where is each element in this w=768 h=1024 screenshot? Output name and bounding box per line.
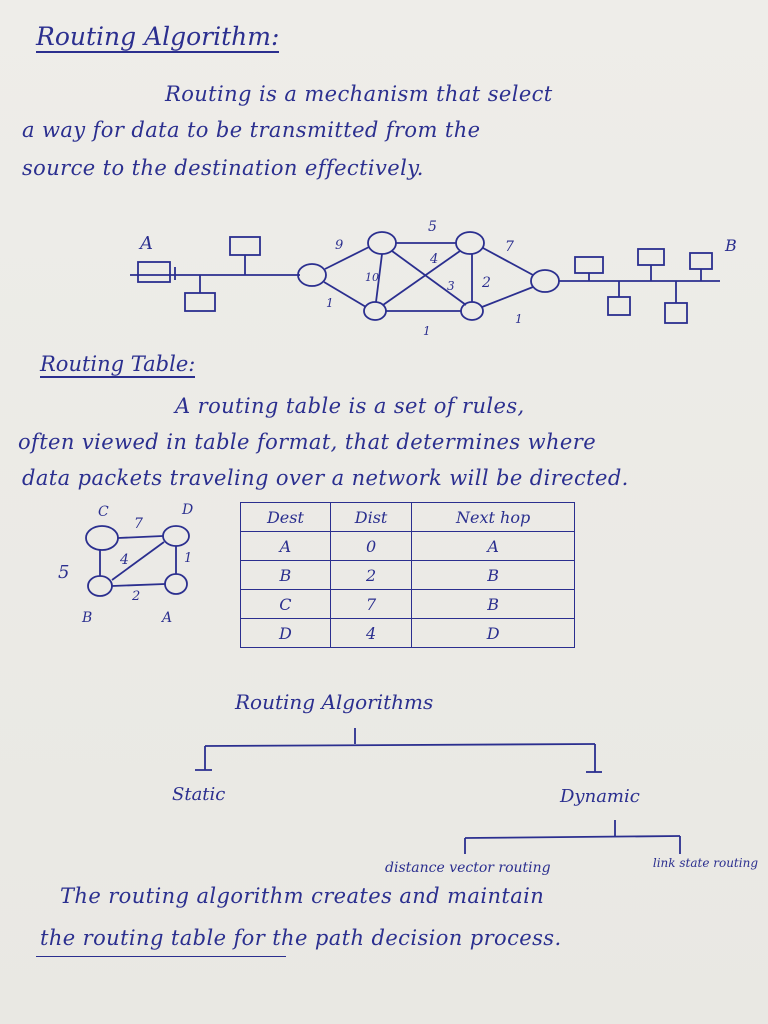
col-header-next-hop: Next hop xyxy=(411,502,575,532)
table-cell: C xyxy=(240,589,331,619)
table-desc-line-3: data packets traveling over a network wi… xyxy=(22,466,629,490)
tree-dynamic-label: Dynamic xyxy=(560,786,640,807)
intro-line-3: source to the destination effectively. xyxy=(22,156,424,180)
weight-label: 1 xyxy=(515,312,523,326)
weight-label: 1 xyxy=(326,296,334,310)
weight-label: 10 xyxy=(365,271,379,284)
network-diagram: A B 9 5 7 10 4 3 2 1 1 1 xyxy=(130,219,737,338)
intro-line-1: Routing is a mechanism that select xyxy=(165,82,553,106)
table-row: B 2 B xyxy=(240,560,575,590)
table-cell: B xyxy=(411,589,575,619)
edge-weight: 4 xyxy=(119,552,129,568)
intro-line-2: a way for data to be transmitted from th… xyxy=(22,118,481,142)
tree-connectors xyxy=(195,728,681,854)
edge-weight: 1 xyxy=(184,551,192,566)
conclusion-underline xyxy=(36,956,286,957)
table-row: C 7 B xyxy=(240,589,575,619)
node-label-c: C xyxy=(98,504,109,520)
conclusion-line-2: the routing table for the path decision … xyxy=(40,926,562,950)
node-label-b: B xyxy=(81,610,92,626)
network-label-a: A xyxy=(138,233,153,254)
page-title: Routing Algorithm: xyxy=(36,22,280,53)
table-desc-line-1: A routing table is a set of rules, xyxy=(175,394,525,418)
edge-weight: 2 xyxy=(131,589,140,604)
table-cell: D xyxy=(411,618,575,648)
table-cell: A xyxy=(411,531,575,561)
table-cell: 4 xyxy=(329,618,413,648)
table-row: D 4 D xyxy=(240,618,575,648)
weight-label: 4 xyxy=(429,252,438,267)
table-row: A 0 A xyxy=(240,531,575,561)
tree-static-label: Static xyxy=(172,784,226,805)
table-cell: A xyxy=(240,531,331,561)
edge-weight: 5 xyxy=(58,562,69,583)
small-graph: C D B A 7 4 1 5 2 xyxy=(58,502,193,626)
tree-link-state-label: link state routing xyxy=(652,856,758,870)
weight-label: 5 xyxy=(428,219,437,235)
tree-root-label: Routing Algorithms xyxy=(235,690,434,714)
table-header-row: Dest Dist Next hop xyxy=(240,502,575,532)
table-cell: 0 xyxy=(329,531,413,561)
node-label-d: D xyxy=(181,502,193,518)
tree-distance-vector-label: distance vector routing xyxy=(385,860,551,876)
table-cell: 7 xyxy=(329,589,413,619)
table-desc-line-2: often viewed in table format, that deter… xyxy=(18,430,597,454)
col-header-dest: Dest xyxy=(240,502,331,532)
routing-table: Dest Dist Next hop A 0 A B 2 B C 7 B D xyxy=(240,502,575,648)
table-cell: B xyxy=(240,560,331,590)
table-cell: B xyxy=(411,560,575,590)
weight-label: 1 xyxy=(423,324,431,338)
col-header-dist: Dist xyxy=(329,502,413,532)
weight-label: 9 xyxy=(335,238,343,253)
network-label-b: B xyxy=(724,236,737,255)
table-cell: 2 xyxy=(329,560,413,590)
conclusion-line-1: The routing algorithm creates and mainta… xyxy=(60,884,545,908)
weight-label: 2 xyxy=(481,275,491,291)
routing-table-heading: Routing Table: xyxy=(40,352,196,378)
table-cell: D xyxy=(240,618,331,648)
weight-label: 3 xyxy=(447,279,455,293)
edge-weight: 7 xyxy=(134,516,143,532)
weight-label: 7 xyxy=(505,239,514,255)
node-label-a: A xyxy=(160,610,172,626)
